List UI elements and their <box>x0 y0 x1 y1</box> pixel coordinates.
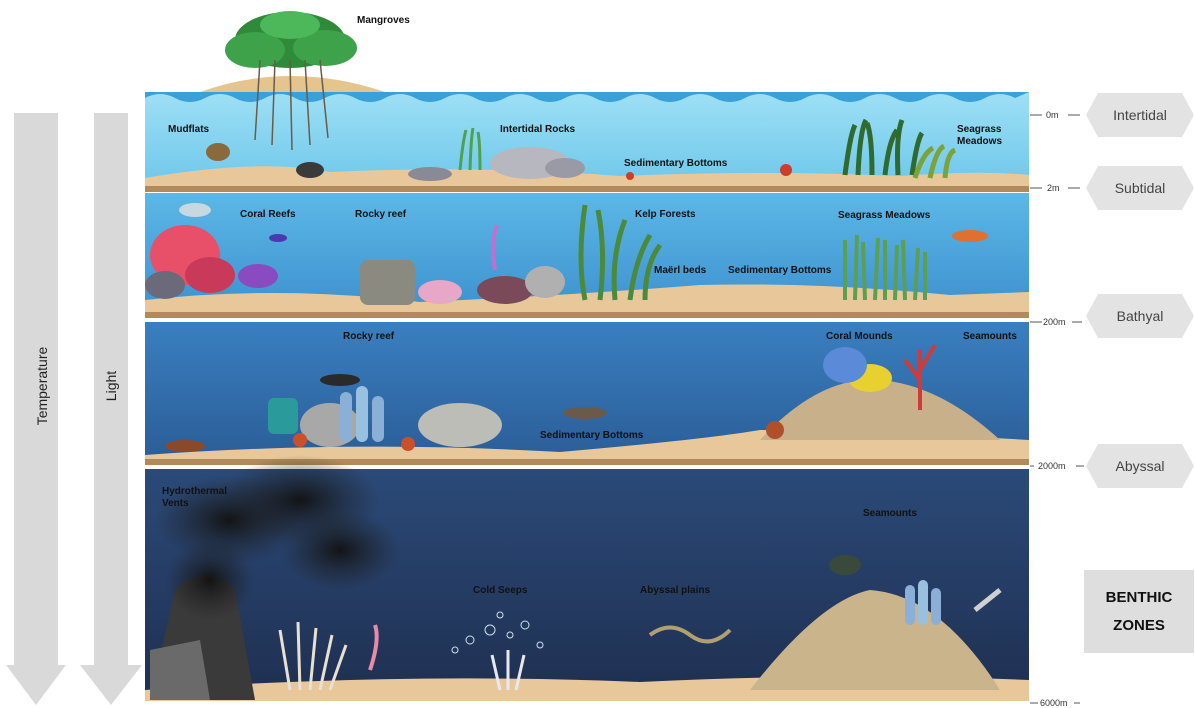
axis-label-light: Light <box>103 336 119 436</box>
label-rocky-reef-bathyal: Rocky reef <box>343 331 394 342</box>
benthic-zones-title-text: BENTHIC ZONES <box>1099 584 1179 640</box>
benthic-zones-title: BENTHIC ZONES <box>1084 570 1194 653</box>
label-seagrass-meadows-subtidal: Seagrass Meadows <box>838 210 930 221</box>
label-mudflats: Mudflats <box>168 124 209 135</box>
label-seamounts-abyssal: Seamounts <box>863 508 917 519</box>
label-rocky-reef-subtidal: Rocky reef <box>355 209 406 220</box>
label-sedimentary-bottoms-intertidal: Sedimentary Bottoms <box>624 158 727 169</box>
label-sedimentary-bottoms-subtidal: Sedimentary Bottoms <box>728 265 831 276</box>
label-mangroves: Mangroves <box>357 15 410 26</box>
label-cold-seeps: Cold Seeps <box>473 585 527 596</box>
label-seamounts-bathyal: Seamounts <box>963 331 1017 342</box>
label-intertidal-rocks: Intertidal Rocks <box>500 124 575 135</box>
label-seagrass-meadows-intertidal: Seagrass Meadows <box>957 124 1017 148</box>
zone-abyssal: Abyssal <box>1090 444 1190 488</box>
depth-ticks <box>1030 115 1084 703</box>
depth-label-2000m: 2000m <box>1038 461 1066 471</box>
label-hydrothermal-vents: Hydrothermal Vents <box>162 486 232 510</box>
mangrove-island <box>200 76 385 92</box>
label-coral-mounds: Coral Mounds <box>826 331 893 342</box>
zone-subtidal: Subtidal <box>1090 166 1190 210</box>
label-sedimentary-bottoms-bathyal: Sedimentary Bottoms <box>540 430 643 441</box>
label-maerl-beds: Maërl beds <box>654 265 706 276</box>
zone-bathyal: Bathyal <box>1090 294 1190 338</box>
zone-intertidal: Intertidal <box>1090 93 1190 137</box>
depth-label-200m: 200m <box>1043 317 1066 327</box>
label-coral-reefs: Coral Reefs <box>240 209 296 220</box>
axis-label-temperature: Temperature <box>34 336 50 436</box>
label-abyssal-plains: Abyssal plains <box>640 585 710 596</box>
label-kelp-forests: Kelp Forests <box>635 209 696 220</box>
depth-label-2m: 2m <box>1047 183 1060 193</box>
depth-label-0m: 0m <box>1046 110 1059 120</box>
